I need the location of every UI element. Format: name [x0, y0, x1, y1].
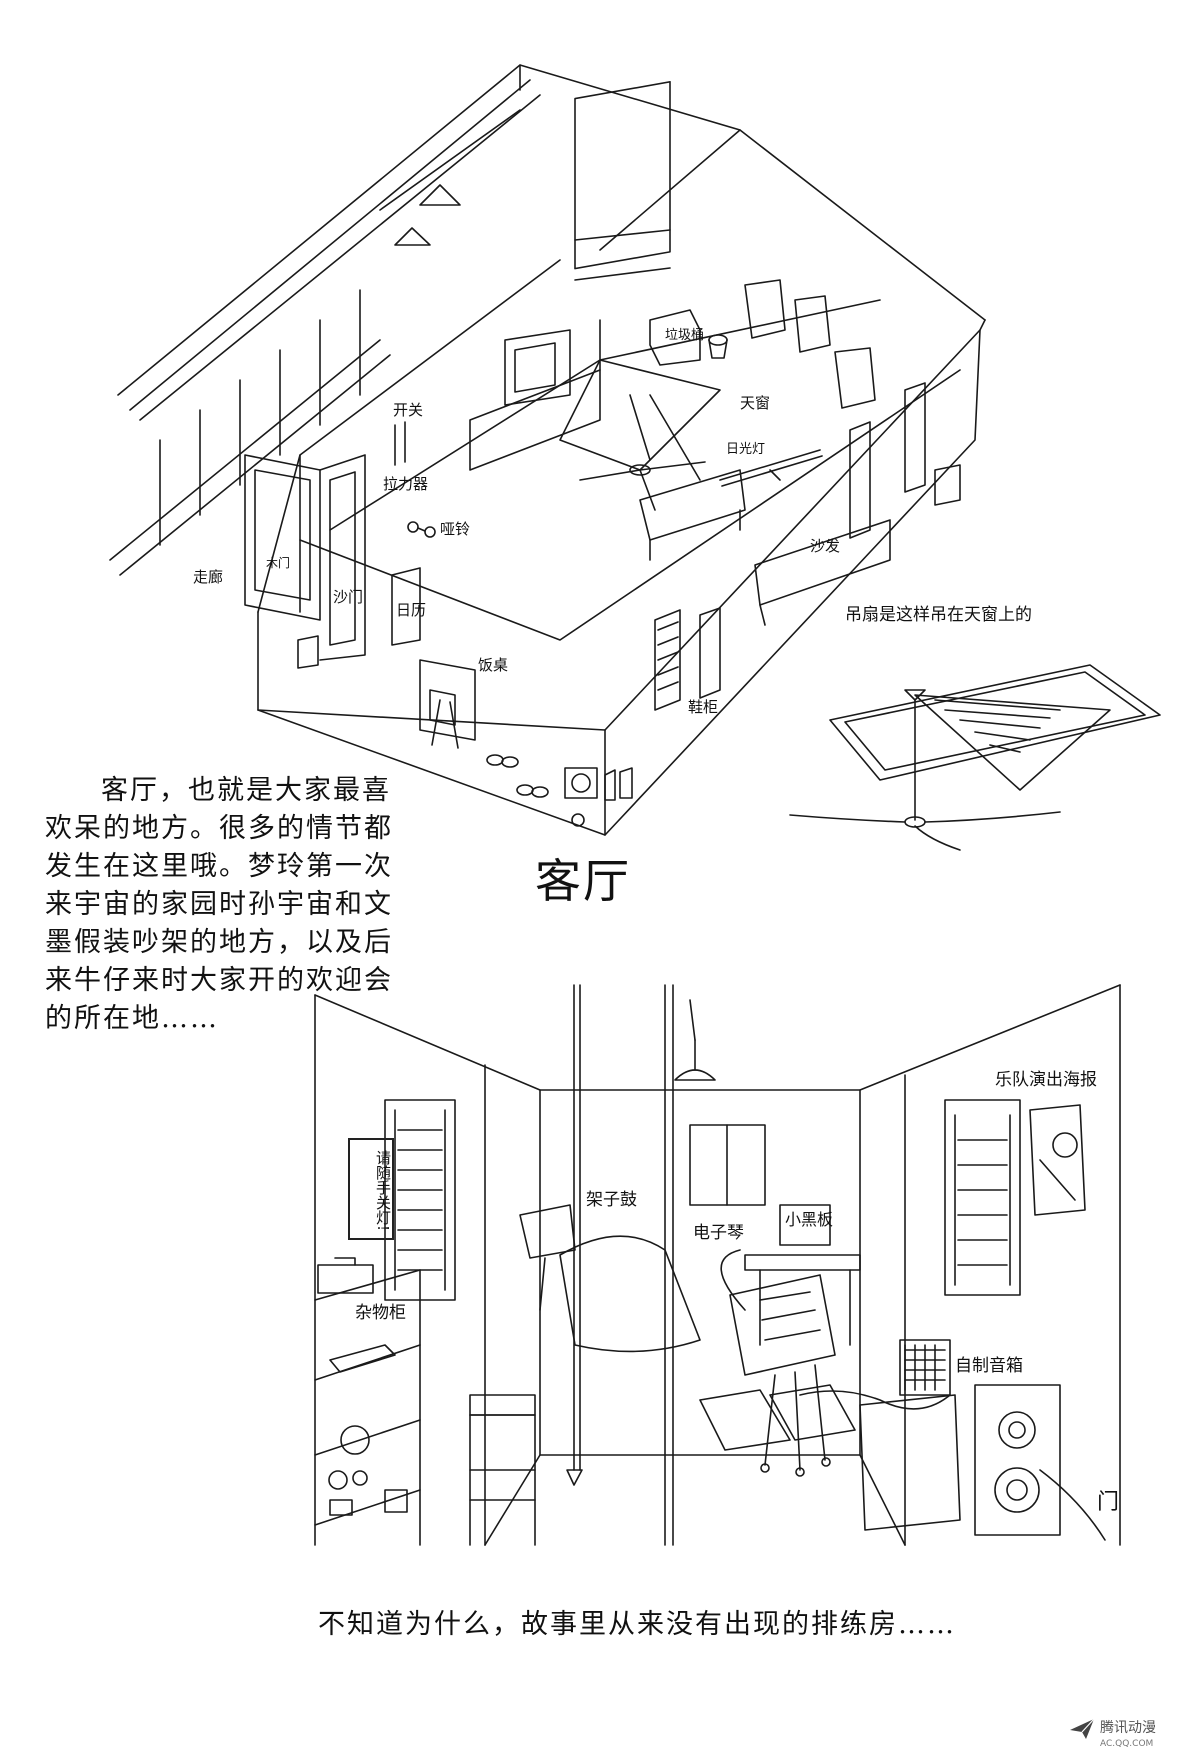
drum-kit-label: 架子鼓	[586, 1190, 637, 1210]
skylight-label: 天窗	[740, 394, 771, 412]
rehearsal-room-drawing	[314, 984, 1121, 1546]
switch-label: 开关	[393, 401, 424, 419]
wall-sign: 请随手关灯!	[348, 1138, 394, 1240]
watermark: 腾讯动漫 AC.QQ.COM	[1100, 1717, 1156, 1749]
storage-shelf-label: 杂物柜	[355, 1303, 406, 1323]
living-room-drawing	[109, 64, 986, 836]
homemade-speaker-label: 自制音箱	[955, 1356, 1023, 1376]
shoe-cabinet-label: 鞋柜	[688, 698, 719, 716]
living-room-description-text: 客厅，也就是大家最喜欢呆的地方。很多的情节都发生在这里哦。梦玲第一次来宇宙的家园…	[45, 775, 393, 1034]
fan-detail-drawing	[789, 664, 1161, 851]
puller-label: 拉力器	[383, 475, 429, 493]
living-room-title: 客厅	[535, 854, 631, 908]
trash-can-label: 垃圾桶	[665, 328, 705, 343]
blackboard-label: 小黑板	[785, 1210, 834, 1229]
wooden-door-label: 木门	[266, 556, 291, 570]
calendar-label: 日历	[396, 601, 427, 619]
door-label: 门	[1097, 1490, 1120, 1515]
rehearsal-room-caption: 不知道为什么，故事里从来没有出现的排练房……	[318, 1609, 956, 1640]
watermark-url: AC.QQ.COM	[1100, 1739, 1154, 1749]
dumbbell-label: 哑铃	[440, 520, 471, 538]
tencent-comics-logo-icon	[1070, 1718, 1095, 1739]
living-room-description: 客厅，也就是大家最喜欢呆的地方。很多的情节都发生在这里哦。梦玲第一次来宇宙的家园…	[45, 772, 405, 1038]
fan-note: 吊扇是这样吊在天窗上的	[845, 605, 1032, 625]
corridor-label: 走廊	[193, 568, 224, 586]
band-poster-label: 乐队演出海报	[995, 1070, 1097, 1090]
sofa-label: 沙发	[810, 537, 841, 555]
fluorescent-lamp-label: 日光灯	[726, 442, 766, 457]
watermark-name: 腾讯动漫	[1100, 1720, 1156, 1736]
dining-table-label: 饭桌	[478, 656, 509, 674]
keyboard-label: 电子琴	[693, 1223, 744, 1243]
screen-door-label: 沙门	[333, 588, 364, 606]
